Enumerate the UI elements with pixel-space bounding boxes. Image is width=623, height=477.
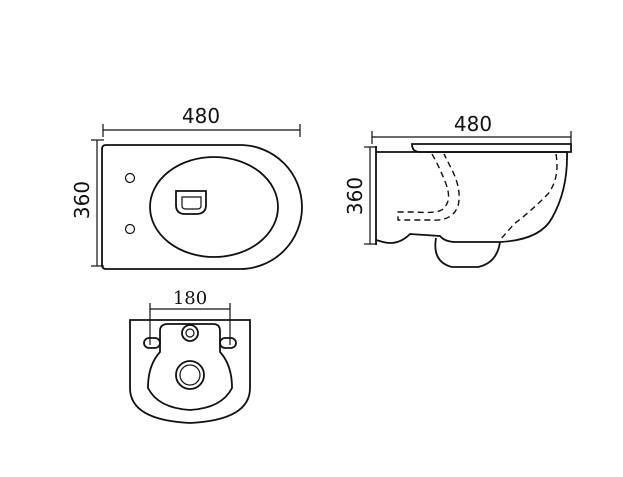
top-mount-hole-upper bbox=[124, 172, 136, 184]
back-spacing-label: 180 bbox=[173, 288, 207, 309]
side-view: 480 360 bbox=[343, 112, 572, 268]
top-view: 480 360 bbox=[70, 104, 303, 270]
side-internal-rim bbox=[499, 153, 558, 241]
top-width-label: 480 bbox=[182, 104, 220, 128]
back-outer-shape bbox=[129, 319, 251, 424]
side-seat-lid bbox=[411, 143, 572, 153]
side-internal-trapway bbox=[397, 153, 460, 221]
back-bolt-slot-left bbox=[143, 337, 161, 349]
back-view: 180 bbox=[129, 288, 251, 424]
side-height-label: 360 bbox=[343, 177, 367, 215]
back-bolt-slot-right bbox=[219, 337, 237, 349]
side-width-label: 480 bbox=[454, 112, 492, 136]
top-drain-outlet bbox=[175, 190, 207, 215]
top-depth-label: 360 bbox=[70, 181, 94, 219]
top-basin-rim bbox=[149, 156, 279, 258]
top-drain-inner bbox=[181, 196, 202, 210]
back-waste-outlet-inner bbox=[179, 364, 201, 386]
side-bowl-base bbox=[434, 237, 501, 268]
top-bowl-outline bbox=[101, 144, 303, 270]
top-mount-hole-lower bbox=[124, 223, 136, 235]
back-water-inlet-inner bbox=[185, 328, 195, 338]
back-water-inlet bbox=[181, 324, 199, 342]
back-waste-outlet bbox=[175, 360, 205, 390]
side-body-outline bbox=[375, 151, 568, 244]
